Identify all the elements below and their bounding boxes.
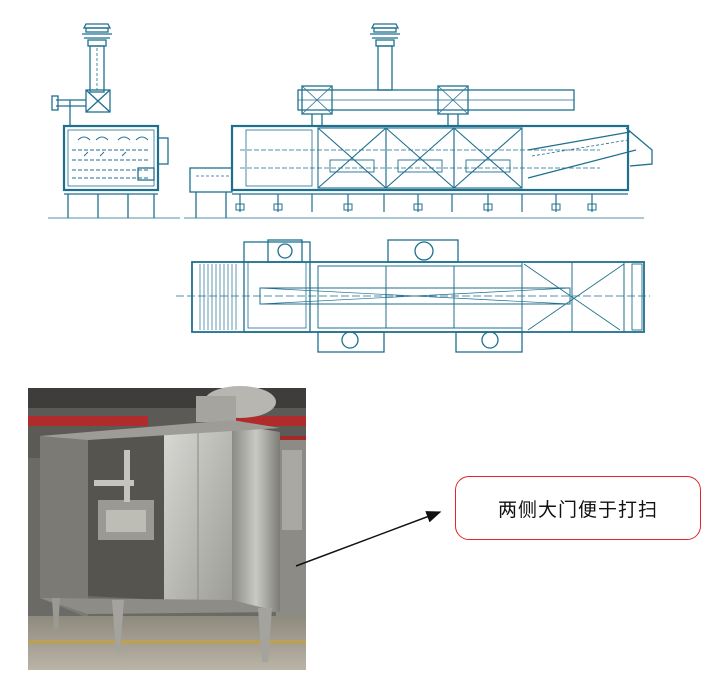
side-elevation-drawing: [184, 23, 653, 219]
end-view-drawing: [48, 23, 180, 219]
callout-box: 两侧大门便于打扫: [455, 476, 701, 540]
plan-view-drawing: [176, 239, 650, 353]
callout-arrow: [295, 511, 442, 567]
callout-text: 两侧大门便于打扫: [497, 498, 658, 521]
equipment-photo: [28, 386, 306, 670]
